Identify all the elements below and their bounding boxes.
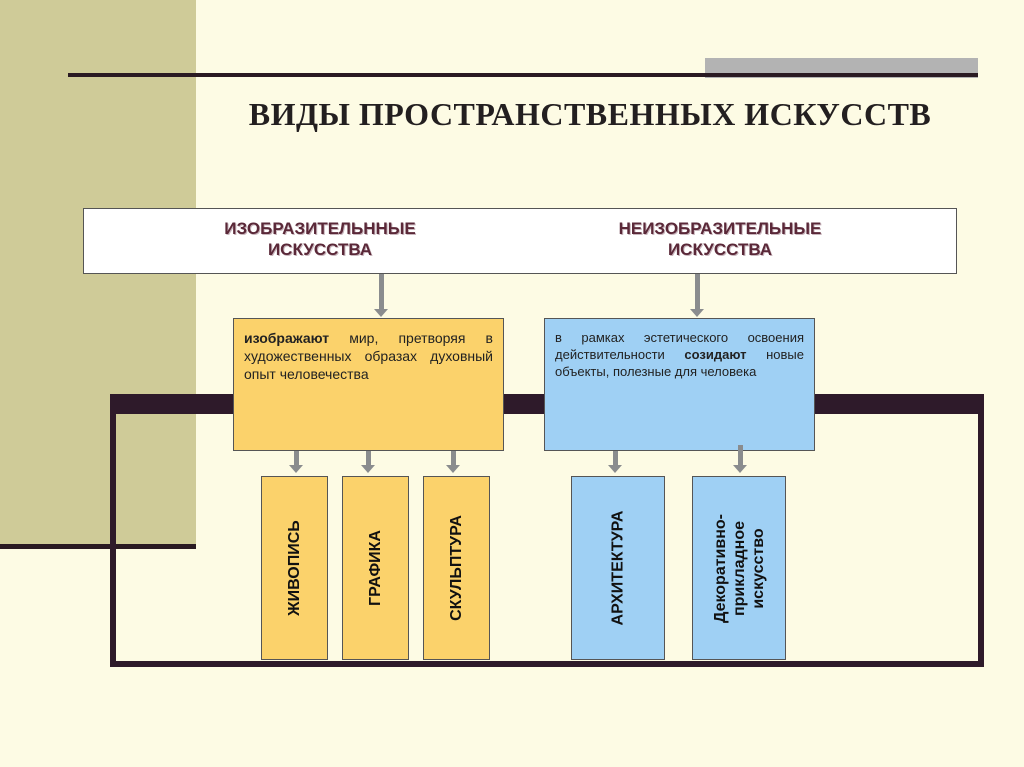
- top-rule: [68, 73, 978, 77]
- description-figurative: изображают мир, претворяя в художественн…: [233, 318, 504, 451]
- description-nonfigurative: в рамках эстетического освоения действит…: [544, 318, 815, 451]
- kind-decorative-line1: Декоративно-: [711, 513, 729, 623]
- kind-decorative-label: Декоративно- прикладное искусство: [711, 513, 768, 622]
- description-nonfigurative-text1: в рамках эстетического освоения действит…: [555, 330, 804, 362]
- arrow-architecture-line: [613, 451, 618, 466]
- arrow-decorative-head: [733, 465, 747, 473]
- description-nonfigurative-text2: новые объекты, полезные для человека: [555, 347, 804, 379]
- arrow-sculpture-head: [446, 465, 460, 473]
- slide-title: ВИДЫ ПРОСТРАНСТВЕННЫХ ИСКУССТВ: [248, 96, 932, 132]
- description-figurative-keyword: изображают: [244, 330, 330, 346]
- description-nonfigurative-keyword: созидают: [684, 347, 747, 362]
- arrow-painting-line: [294, 451, 299, 466]
- kind-decorative-line3: искусство: [749, 527, 767, 609]
- arrow-nonfigurative-head: [690, 309, 704, 317]
- left-decor-band: [0, 0, 196, 548]
- arrow-painting-head: [289, 465, 303, 473]
- kind-decorative: Декоративно- прикладное искусство: [692, 476, 786, 660]
- kind-graphics-label: ГРАФИКА: [366, 530, 384, 606]
- arrow-nonfigurative-line: [695, 274, 700, 310]
- arrow-decorative-line: [738, 445, 743, 466]
- arrow-graphics-head: [361, 465, 375, 473]
- category-figurative-line1: ИЗОБРАЗИТЕЛЬННЫЕ: [224, 219, 416, 238]
- category-nonfigurative: НЕИЗОБРАЗИТЕЛЬНЫЕ ИСКУССТВА: [580, 218, 860, 260]
- arrow-figurative-line: [379, 274, 384, 310]
- arrow-architecture-head: [608, 465, 622, 473]
- kind-sculpture: СКУЛЬПТУРА: [423, 476, 490, 660]
- category-figurative: ИЗОБРАЗИТЕЛЬННЫЕ ИСКУССТВА: [190, 218, 450, 260]
- left-decor-line: [0, 544, 196, 549]
- kind-painting: ЖИВОПИСЬ: [261, 476, 328, 660]
- category-header: ИЗОБРАЗИТЕЛЬННЫЕ ИСКУССТВА НЕИЗОБРАЗИТЕЛ…: [83, 208, 957, 274]
- kind-sculpture-label: СКУЛЬПТУРА: [447, 515, 465, 621]
- arrow-graphics-line: [366, 451, 371, 466]
- arrow-sculpture-line: [451, 451, 456, 466]
- arrow-figurative-head: [374, 309, 388, 317]
- description-figurative-text: мир, претворяя в художественных образах …: [244, 330, 493, 382]
- kind-architecture: АРХИТЕКТУРА: [571, 476, 665, 660]
- kind-painting-label: ЖИВОПИСЬ: [285, 520, 303, 616]
- kind-architecture-label: АРХИТЕКТУРА: [609, 510, 627, 626]
- category-nonfigurative-line2: ИСКУССТВА: [667, 240, 773, 259]
- category-nonfigurative-line1: НЕИЗОБРАЗИТЕЛЬНЫЕ: [618, 219, 822, 238]
- category-figurative-line2: ИСКУССТВА: [267, 240, 373, 259]
- kind-decorative-line2: прикладное: [730, 520, 748, 616]
- kind-graphics: ГРАФИКА: [342, 476, 409, 660]
